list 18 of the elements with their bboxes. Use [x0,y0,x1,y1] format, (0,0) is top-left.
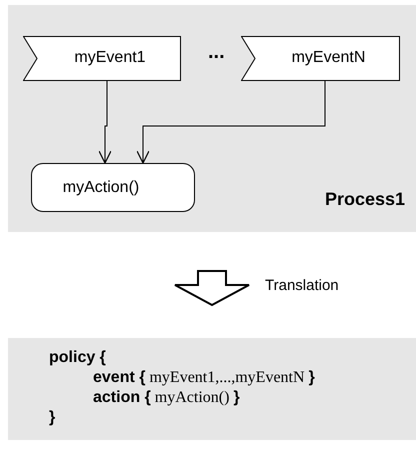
process-panel [8,5,416,232]
action-box [31,163,195,212]
code-line: event { myEvent1,...,myEventN } [93,370,315,386]
code-line: } [49,410,56,426]
ellipsis-label: ... [208,42,225,62]
edge-label: Translation [265,278,339,293]
code-line: action { myAction() } [93,390,240,406]
code-line: policy { [49,350,106,366]
block-arrow [174,270,250,306]
process-title: Process1 [324,190,405,208]
policy-panel [8,338,416,440]
arrow [136,80,326,164]
event-label: myEventN [290,48,366,68]
arrow [98,80,112,164]
event-label: myEvent1 [73,48,147,68]
action-label: myAction() [62,178,140,198]
event-shape [241,36,400,81]
event-shape [23,36,181,81]
